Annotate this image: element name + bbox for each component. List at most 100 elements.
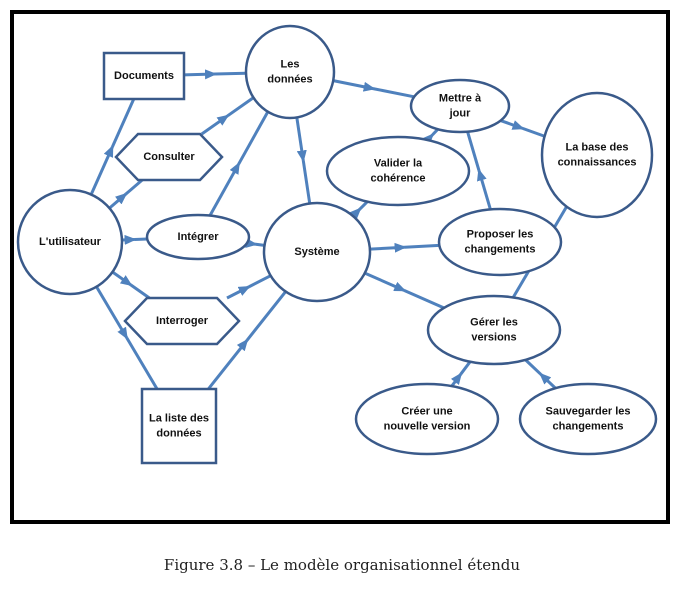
node-shape-ellipse bbox=[409, 78, 511, 134]
edge-proposer-to-mettre_a_jour bbox=[466, 131, 492, 210]
edge-arrow-segment bbox=[295, 117, 307, 163]
node-utilisateur: L'utilisateur bbox=[16, 188, 124, 296]
node-shape-ellipse bbox=[354, 382, 500, 456]
edge-arrow-segment bbox=[207, 338, 249, 390]
figure-caption: Figure 3.8 – Le modèle organisationnel é… bbox=[163, 556, 521, 574]
edge-tail-segment bbox=[403, 289, 445, 310]
node-valider: Valider la cohérence bbox=[325, 135, 471, 207]
edge-creer-to-gerer bbox=[450, 360, 472, 388]
node-label: connaissances bbox=[558, 156, 637, 168]
node-label: jour bbox=[449, 107, 471, 119]
edge-mettre_a_jour-to-base_connaissances bbox=[500, 119, 546, 138]
node-shape-hexagon bbox=[123, 296, 241, 346]
node-shape-ellipse bbox=[325, 135, 471, 207]
edge-tail-segment bbox=[255, 242, 265, 247]
node-mettre-a-jour: Mettre à jour bbox=[409, 78, 511, 134]
edge-les_donnees-to-mettre_a_jour bbox=[332, 79, 415, 99]
node-label: cohérence bbox=[370, 172, 425, 184]
node-label: Mettre à bbox=[439, 92, 482, 104]
node-documents: Documents bbox=[102, 51, 186, 101]
node-shape-ellipse bbox=[518, 382, 658, 456]
edge-interroger-to-systeme bbox=[226, 274, 272, 300]
node-sauvegarder: Sauvegarder les changements bbox=[518, 382, 658, 456]
node-shape-ellipse bbox=[145, 213, 251, 261]
node-shape-rect bbox=[140, 387, 218, 465]
edge-tail-segment bbox=[466, 131, 481, 171]
edge-systeme-to-valider bbox=[349, 200, 369, 220]
edge-tail-segment bbox=[111, 98, 136, 148]
edge-liste_donnees-to-systeme bbox=[207, 290, 287, 390]
node-creer: Créer une nouvelle version bbox=[354, 382, 500, 456]
node-label: Gérer les bbox=[470, 316, 518, 328]
node-label: Intégrer bbox=[178, 231, 220, 243]
edge-tail-segment bbox=[373, 87, 415, 99]
edge-consulter-to-les_donnees bbox=[200, 96, 255, 136]
edge-arrow-segment bbox=[477, 168, 492, 210]
edge-arrow-segment bbox=[364, 271, 407, 292]
edge-arrow-segment bbox=[349, 207, 362, 220]
edge-arrow-segment bbox=[95, 285, 129, 340]
node-label: changements bbox=[465, 243, 536, 255]
edge-utilisateur-to-integrer bbox=[121, 234, 148, 245]
edges bbox=[89, 69, 568, 390]
edge-arrow-segment bbox=[539, 372, 557, 390]
edge-arrow-segment bbox=[450, 372, 463, 388]
edge-utilisateur-to-documents bbox=[89, 98, 136, 196]
edge-tail-segment bbox=[459, 360, 472, 375]
edge-arrow-segment bbox=[208, 161, 241, 217]
edge-systeme-to-proposer bbox=[369, 242, 440, 253]
node-label: Documents bbox=[114, 70, 174, 82]
edge-tail-segment bbox=[130, 283, 151, 300]
node-shape-ellipse bbox=[540, 91, 654, 219]
edge-tail-segment bbox=[237, 111, 270, 165]
edge-tail-segment bbox=[301, 160, 312, 204]
edge-arrow-segment bbox=[226, 285, 251, 300]
edge-arrow-segment bbox=[369, 242, 407, 253]
edge-les_donnees-to-systeme bbox=[295, 117, 312, 204]
edge-utilisateur-to-consulter bbox=[108, 178, 144, 210]
node-label: Créer une bbox=[401, 405, 452, 417]
edge-arrow-segment bbox=[500, 119, 525, 130]
edge-documents-to-les_donnees bbox=[183, 69, 247, 80]
edge-tail-segment bbox=[245, 290, 287, 342]
node-shape-ellipse bbox=[426, 294, 562, 366]
edge-systeme-to-gerer bbox=[364, 271, 445, 310]
edge-arrow-segment bbox=[200, 114, 230, 136]
node-shape-ellipse bbox=[16, 188, 124, 296]
node-label: La liste des bbox=[149, 412, 209, 424]
node-label: Consulter bbox=[143, 151, 195, 163]
node-label: Système bbox=[294, 246, 339, 258]
node-integrer: Intégrer bbox=[145, 213, 251, 261]
edge-tail-segment bbox=[214, 71, 247, 76]
edge-tail-segment bbox=[522, 126, 546, 138]
edge-arrow-segment bbox=[89, 144, 114, 196]
node-shape-ellipse bbox=[262, 201, 372, 303]
edge-arrow-segment bbox=[108, 192, 128, 210]
node-label: Interroger bbox=[156, 315, 209, 327]
node-shape-ellipse bbox=[437, 207, 563, 277]
edge-arrow-segment bbox=[332, 79, 376, 92]
edge-sauvegarder-to-gerer bbox=[524, 358, 557, 390]
node-label: nouvelle version bbox=[384, 420, 471, 432]
edge-tail-segment bbox=[524, 358, 542, 376]
node-label: Valider la bbox=[374, 157, 423, 169]
node-label: Les bbox=[281, 58, 300, 70]
node-systeme: Système bbox=[262, 201, 372, 303]
edge-tail-segment bbox=[125, 337, 159, 390]
node-label: versions bbox=[471, 331, 516, 343]
edge-tail-segment bbox=[226, 96, 255, 118]
edge-utilisateur-to-liste_donnees bbox=[95, 285, 159, 390]
edge-integrer-to-les_donnees bbox=[208, 111, 270, 217]
edge-utilisateur-to-interroger bbox=[111, 270, 151, 300]
edge-tail-segment bbox=[248, 274, 272, 289]
node-interroger: Interroger bbox=[123, 296, 241, 346]
edge-tail-segment bbox=[124, 178, 144, 196]
node-label: changements bbox=[553, 420, 624, 432]
node-label: Sauvegarder les bbox=[546, 405, 631, 417]
node-gerer: Gérer les versions bbox=[426, 294, 562, 366]
